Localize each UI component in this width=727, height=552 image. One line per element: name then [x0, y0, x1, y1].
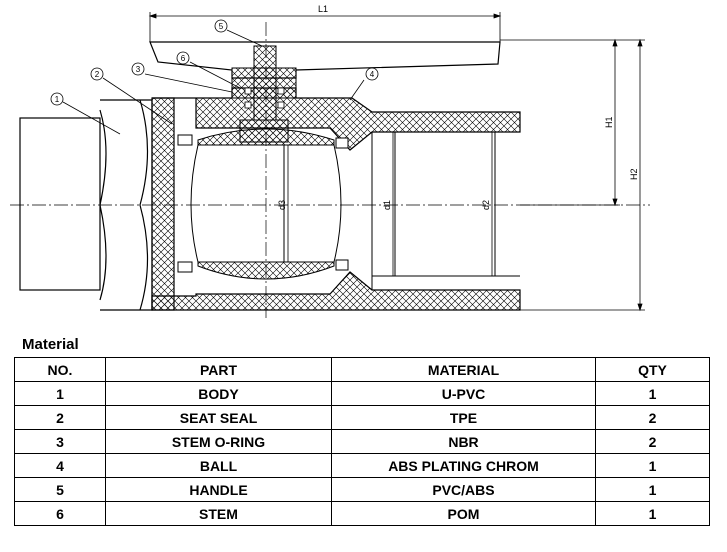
cell-qty: 2	[595, 405, 710, 430]
callout-4: 4	[365, 67, 379, 81]
ball-valve-drawing: L1 H1 H2 d3 d1 d2 1 2 3 4	[10, 4, 650, 318]
cell-part: BODY	[105, 381, 332, 406]
cell-qty: 1	[595, 501, 710, 526]
dim-d1-label: d1	[382, 200, 392, 210]
table-row: 2 SEAT SEAL TPE 2	[14, 405, 710, 430]
callout-5: 5	[214, 19, 228, 33]
cell-material: ABS PLATING CHROM	[331, 453, 596, 478]
dim-h	[500, 38, 645, 312]
table-row: 4 BALL ABS PLATING CHROM 1	[14, 453, 710, 478]
dim-l1-label: L1	[318, 4, 328, 14]
callout-1: 1	[50, 92, 64, 106]
cell-material: NBR	[331, 429, 596, 454]
callout-6: 6	[176, 51, 190, 65]
cell-material: TPE	[331, 405, 596, 430]
cell-part: STEM O-RING	[105, 429, 332, 454]
cell-part: BALL	[105, 453, 332, 478]
dim-l1	[148, 12, 502, 42]
header-qty: QTY	[595, 357, 710, 382]
cell-material: PVC/ABS	[331, 477, 596, 502]
cell-material: POM	[331, 501, 596, 526]
cell-no: 6	[14, 501, 106, 526]
table-row: 6 STEM POM 1	[14, 501, 710, 526]
header-part: PART	[105, 357, 332, 382]
dim-diameters	[287, 132, 493, 276]
callout-6-number: 6	[181, 54, 186, 63]
table-row: 1 BODY U-PVC 1	[14, 381, 710, 406]
dim-d2-label: d2	[481, 200, 491, 210]
material-table: NO. PART MATERIAL QTY 1 BODY U-PVC 1 2 S…	[14, 357, 710, 526]
cell-no: 3	[14, 429, 106, 454]
callout-2-number: 2	[95, 70, 100, 79]
seat-seals	[177, 134, 349, 273]
cell-qty: 1	[595, 453, 710, 478]
callout-3: 3	[131, 62, 145, 76]
cell-no: 5	[14, 477, 106, 502]
dim-h2-label: H2	[629, 168, 639, 180]
cell-qty: 1	[595, 381, 710, 406]
bore	[371, 131, 520, 290]
table-row: 5 HANDLE PVC/ABS 1	[14, 477, 710, 502]
dim-d3-label: d3	[277, 200, 287, 210]
cell-material: U-PVC	[331, 381, 596, 406]
cell-no: 4	[14, 453, 106, 478]
cell-qty: 1	[595, 477, 710, 502]
callout-3-number: 3	[136, 65, 141, 74]
table-header-row: NO. PART MATERIAL QTY	[14, 357, 710, 382]
callout-5-number: 5	[219, 22, 224, 31]
stem	[231, 45, 297, 143]
cell-no: 1	[14, 381, 106, 406]
valve-body	[151, 87, 521, 311]
cell-qty: 2	[595, 429, 710, 454]
handle	[149, 41, 501, 79]
cell-part: SEAT SEAL	[105, 405, 332, 430]
left-end-nut	[19, 99, 153, 311]
callout-2: 2	[90, 67, 104, 81]
callout-4-number: 4	[370, 70, 375, 79]
cell-part: STEM	[105, 501, 332, 526]
callout-1-number: 1	[55, 95, 60, 104]
dim-h1-label: H1	[604, 116, 614, 128]
header-material: MATERIAL	[331, 357, 596, 382]
table-row: 3 STEM O-RING NBR 2	[14, 429, 710, 454]
material-title: Material	[22, 336, 79, 353]
callout-leaders	[62, 29, 365, 135]
header-no: NO.	[14, 357, 106, 382]
cell-part: HANDLE	[105, 477, 332, 502]
cell-no: 2	[14, 405, 106, 430]
